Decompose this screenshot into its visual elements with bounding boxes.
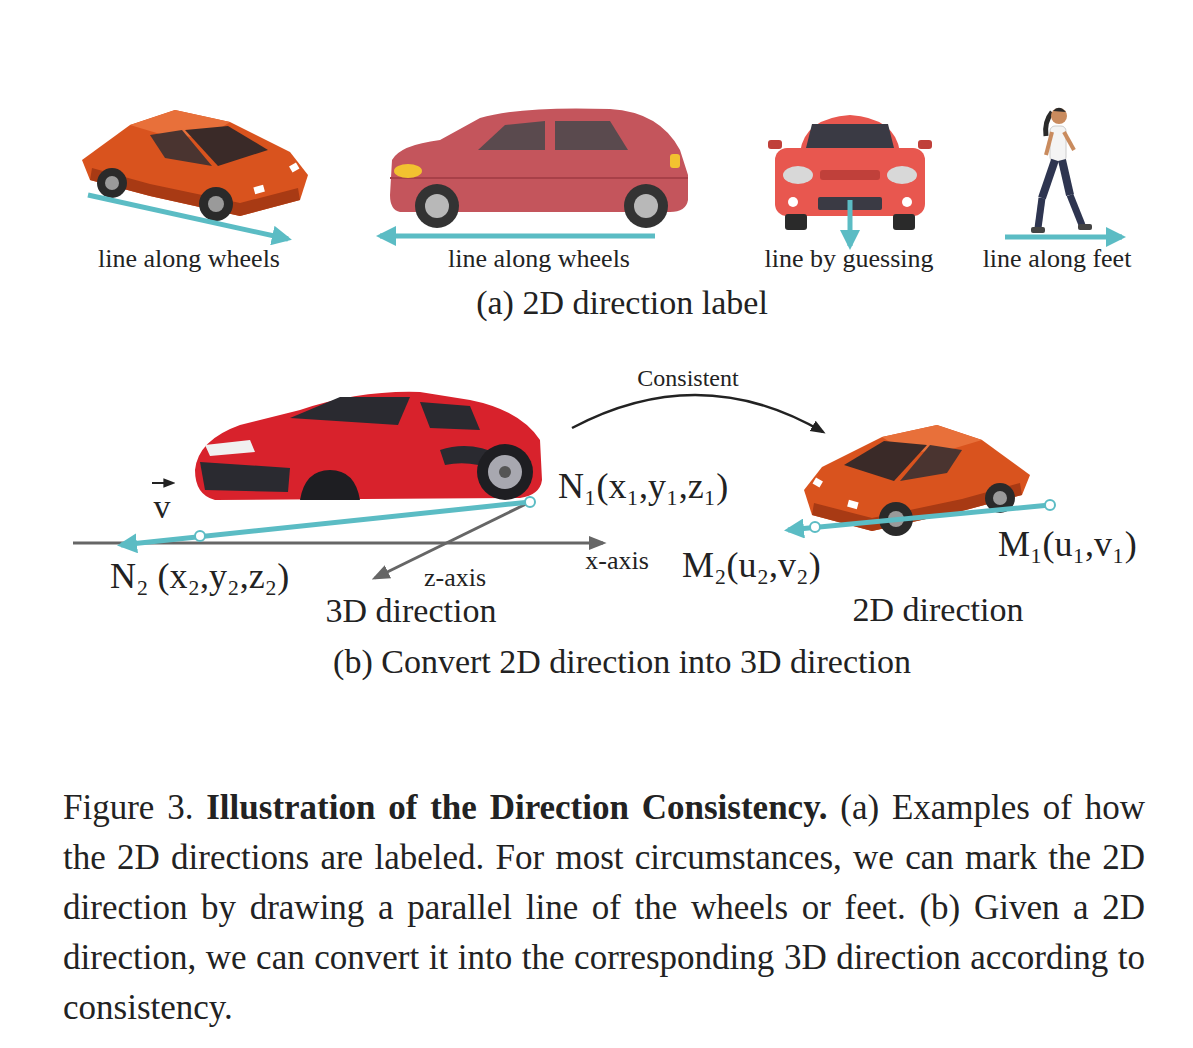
figure-caption: Figure 3. Illustration of the Direction … [63,783,1145,1033]
figure-label: v [154,488,171,525]
figure-label: N₂ (x₂,y₂,z₂) [110,557,289,597]
figure-label: M₁(u₁,v₁) [998,525,1137,565]
figure-label: line along wheels [448,245,630,274]
car-illustration [390,108,688,228]
figure-label: M₂(u₂,v₂) [682,546,821,586]
figure-label: 3D direction [326,592,497,629]
figure-label: N₁(x₁,y₁,z₁) [558,467,728,507]
figure-label: x-axis [585,547,649,576]
figure-label: line by guessing [765,245,934,274]
figure-label: line along feet [983,245,1132,274]
vector-arrow [152,482,173,484]
figure-label: line along wheels [98,245,280,274]
figure-label: Consistent [637,365,738,391]
pedestrian-illustration [1031,108,1092,233]
car-illustration [195,392,542,500]
figure-label: 2D direction [853,591,1024,628]
caption-part: Figure 3. [63,788,206,827]
figure-label: (a) 2D direction label [476,284,768,321]
figure-label: (b) Convert 2D direction into 3D directi… [333,643,911,680]
figure-label: z-axis [424,564,486,593]
car-illustration [82,110,308,221]
consistency-arrow [572,395,823,432]
caption-part: Illustration of the Direction Consistenc… [206,788,827,827]
